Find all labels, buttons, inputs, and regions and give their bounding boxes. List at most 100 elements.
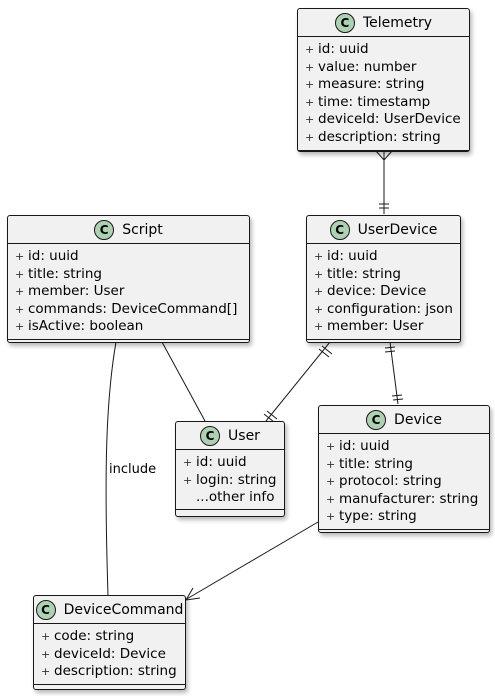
edge-script-user [161, 341, 206, 422]
class-fields: +id: uuid +title: string +protocol: stri… [319, 434, 489, 530]
field: +device: Device [314, 283, 427, 300]
class-name: DeviceCommand [63, 601, 184, 618]
one-mark-userdevice-bottom [384, 346, 396, 353]
class-icon: C [329, 219, 350, 240]
class-name: UserDevice [357, 221, 438, 238]
class-icon: C [94, 219, 115, 240]
class-device-header: C Device [319, 406, 489, 434]
class-methods [176, 510, 284, 516]
crowsfoot-devicecommand [185, 587, 201, 601]
public-marker-icon: + [183, 473, 193, 487]
public-marker-icon: + [41, 647, 51, 661]
field: +deviceId: Device [41, 645, 166, 662]
public-marker-icon: + [305, 78, 315, 92]
public-marker-icon: + [15, 320, 25, 334]
public-marker-icon: + [15, 250, 25, 263]
public-marker-icon: + [183, 456, 193, 469]
class-name: Script [122, 221, 163, 238]
class-userdevice: C UserDevice +id: uuid +title: string +d… [306, 215, 461, 343]
public-marker-icon: + [314, 250, 324, 263]
one-mark-user-right [263, 410, 278, 423]
class-name: Telemetry [362, 14, 433, 31]
class-device: C Device +id: uuid +title: string +proto… [318, 405, 490, 533]
class-methods [298, 151, 469, 157]
class-fields: +id: uuid +value: number +measure: strin… [298, 37, 469, 151]
public-marker-icon: + [305, 60, 315, 74]
class-userdevice-header: C UserDevice [307, 216, 460, 244]
class-icon: C [334, 12, 355, 33]
class-script: C Script +id: uuid +title: string +membe… [7, 215, 250, 343]
class-methods [307, 340, 460, 346]
field: +login: string [183, 471, 277, 488]
field: +id: uuid [314, 248, 378, 264]
class-fields: +id: uuid +title: string +device: Device… [307, 244, 460, 340]
class-fields: +id: uuid +title: string +member: User +… [8, 244, 249, 340]
field: +id: uuid [183, 454, 247, 470]
edge-label-include: include [109, 462, 156, 477]
public-marker-icon: + [15, 267, 25, 281]
field: +title: string [314, 265, 401, 282]
one-mark-userdevice-left [318, 345, 333, 358]
field: +protocol: string [326, 473, 442, 490]
public-marker-icon: + [305, 43, 315, 56]
field: +deviceId: UserDevice [305, 111, 461, 128]
one-mark-userdevice-top [379, 203, 389, 209]
class-telemetry-header: C Telemetry [298, 9, 469, 37]
class-user-header: C User [176, 422, 284, 450]
field: +value: number [305, 58, 417, 75]
field: +time: timestamp [305, 93, 431, 110]
public-marker-icon: + [41, 630, 51, 643]
class-methods [319, 530, 489, 536]
field: +description: string [305, 128, 441, 145]
public-marker-icon: + [326, 492, 336, 506]
public-marker-icon: + [314, 302, 324, 316]
edge-device-devicecommand [184, 521, 319, 601]
public-marker-icon: + [305, 95, 315, 109]
class-devicecommand-header: C DeviceCommand [34, 596, 185, 624]
public-marker-icon: + [326, 457, 336, 471]
public-marker-icon: + [326, 510, 336, 524]
class-methods [8, 340, 249, 346]
field: +manufacturer: string [326, 490, 479, 507]
class-icon: C [366, 409, 387, 430]
class-name: Device [394, 411, 442, 428]
class-user: C User +id: uuid +login: string ...other… [175, 421, 285, 517]
field: +measure: string [305, 76, 425, 93]
public-marker-icon: + [41, 665, 51, 679]
public-marker-icon: + [305, 130, 315, 144]
public-marker-icon: + [326, 440, 336, 453]
field: +isActive: boolean [15, 318, 144, 335]
public-marker-icon: + [305, 113, 315, 127]
class-icon: C [35, 599, 56, 620]
crowsfoot-telemetry [375, 150, 393, 161]
class-fields: +id: uuid +login: string ...other info [176, 450, 284, 510]
field: +member: User [314, 318, 424, 335]
public-marker-icon: + [314, 320, 324, 334]
field: +title: string [15, 265, 102, 282]
class-telemetry: C Telemetry +id: uuid +value: number +me… [297, 8, 470, 152]
public-marker-icon: + [314, 285, 324, 299]
class-methods [34, 685, 185, 691]
field: +id: uuid [305, 41, 369, 57]
field: +id: uuid [326, 438, 390, 454]
public-marker-icon: + [15, 302, 25, 316]
class-script-header: C Script [8, 216, 249, 244]
field: +configuration: json [314, 300, 453, 317]
field: +member: User [15, 283, 125, 300]
public-marker-icon: + [326, 475, 336, 489]
edge-script-devicecommand [105, 341, 117, 596]
field: +description: string [41, 663, 177, 680]
class-fields: +code: string +deviceId: Device +descrip… [34, 624, 185, 685]
public-marker-icon: + [314, 267, 324, 281]
class-devicecommand: C DeviceCommand +code: string +deviceId:… [33, 595, 186, 690]
class-name: User [228, 427, 260, 444]
field: +code: string [41, 628, 135, 644]
one-mark-device-top [391, 394, 404, 401]
field-note: ...other info [196, 489, 275, 506]
class-icon: C [200, 425, 221, 446]
edge-userdevice-device [389, 341, 399, 405]
field: +id: uuid [15, 248, 79, 264]
edge-userdevice-user [265, 341, 331, 422]
field: +commands: DeviceCommand[] [15, 300, 238, 317]
